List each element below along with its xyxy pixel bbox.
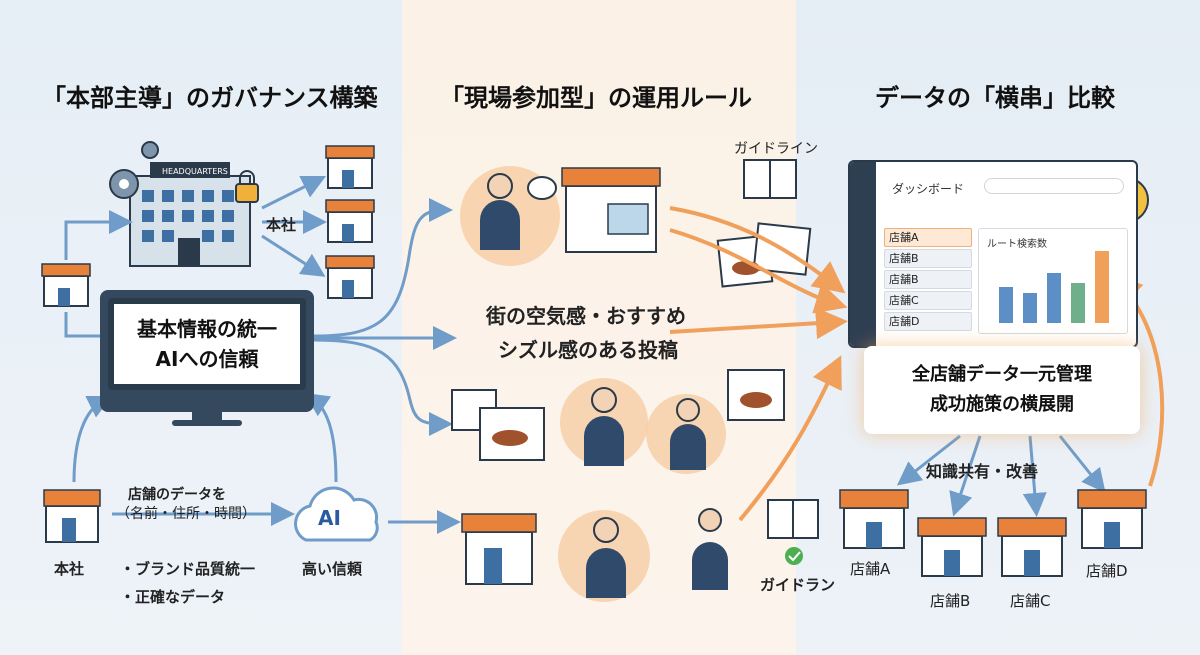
share-label: 知識共有・改善 [926,462,1039,481]
dashboard-sidebar [850,162,876,346]
chart-bar [999,287,1013,323]
store-list-item[interactable]: 店舗B [884,249,972,268]
staff-pointing-icon [584,387,624,466]
lock-icon [235,170,259,203]
store-icon-left [41,263,91,307]
guideline-book-icon [743,159,797,199]
chart-bar [1071,283,1085,323]
store-front-icon-2 [461,513,537,585]
monitor-line-1: 基本情報の統一 [137,317,277,341]
store-b-icon [917,517,987,577]
store-list-item[interactable]: 店舗C [884,291,972,310]
food-photo-icon-2 [727,369,785,421]
route-search-chart: ルート検索数 [978,228,1128,334]
dashboard-window: ダッシボード 店舗A 店舗B 店舗B 店舗C 店舗D ルート検索数 [848,160,1138,348]
chart-bar [1095,251,1109,323]
store-front-icon [561,167,661,253]
data-title: データの「横串」比較 [875,84,1115,112]
governance-title: 「本部主導」のガバナンス構築 [42,84,378,112]
hq-sign-text: HEADQUARTERS [162,167,228,176]
store-icon-middle [325,199,375,243]
dashboard-title: ダッシボード [892,182,965,196]
chart-title: ルート検索数 [987,239,1047,250]
hq-label: 本社 [266,216,297,234]
monitor-base [172,420,242,426]
store-list-item[interactable]: 店舗A [884,228,972,247]
monitor-line-2: AIへの信頼 [155,347,259,371]
guide-book-icon-2 [767,499,819,539]
data-line-2: （名前・住所・時間） [116,506,256,522]
store-d-icon [1077,489,1147,549]
store-list: 店舗A 店舗B 店舗B 店舗C 店舗D [884,228,972,333]
store-b-label: 店舗B [930,592,971,610]
staff-tablet-icon [670,398,706,470]
summary-line-2: 成功施策の横展開 [930,394,1074,415]
monitor-stand [192,410,222,422]
ai-cloud-text: AI [318,506,341,530]
bullet-accurate-data: ・正確なデータ [120,588,226,606]
store-list-item[interactable]: 店舗B [884,270,972,289]
store-icon-bottom-left [43,489,101,543]
staff-tablet-icon-2 [692,508,728,590]
store-icon-top [325,145,375,189]
data-line-1: 店舗のデータを [128,487,226,503]
staff-phone-icon [586,517,626,598]
center-line-2: シズル感のある投稿 [498,338,678,362]
store-a-label: 店舗A [850,560,891,578]
hq-building-icon [129,162,251,267]
dashboard-search-input[interactable] [984,178,1124,194]
summary-box: 全店舗データ一元管理 成功施策の横展開 [864,346,1140,434]
chart-bar [1047,273,1061,323]
cloud-label: 高い信頼 [302,560,363,578]
store-icon-bottom [325,255,375,299]
guide-bottom-label: ガイドラン [760,576,836,594]
bullet-brand-quality: ・ブランド品質統一 [120,560,256,578]
ai-cloud-icon [294,486,379,542]
field-title: 「現場参加型」の運用ルール [440,84,752,112]
gear-icon [109,141,159,199]
store-list-item[interactable]: 店舗D [884,312,972,331]
chart-bar [1023,293,1037,323]
bottom-hq-label: 本社 [54,560,85,578]
summary-line-1: 全店舗データ一元管理 [912,364,1092,385]
center-line-1: 街の空気感・おすすめ [486,304,686,328]
staff-person-icon [480,173,520,250]
store-c-label: 店舗C [1010,592,1051,610]
store-d-label: 店舗D [1086,562,1128,580]
check-icon [785,547,803,565]
store-c-icon [997,517,1067,577]
monitor-screen: 基本情報の統一 AIへの信頼 [108,298,306,390]
store-a-icon [839,489,909,549]
guideline-label: ガイドライン [734,141,818,157]
chat-bubble-icon [527,176,557,200]
camera-photo-icon [451,389,545,461]
